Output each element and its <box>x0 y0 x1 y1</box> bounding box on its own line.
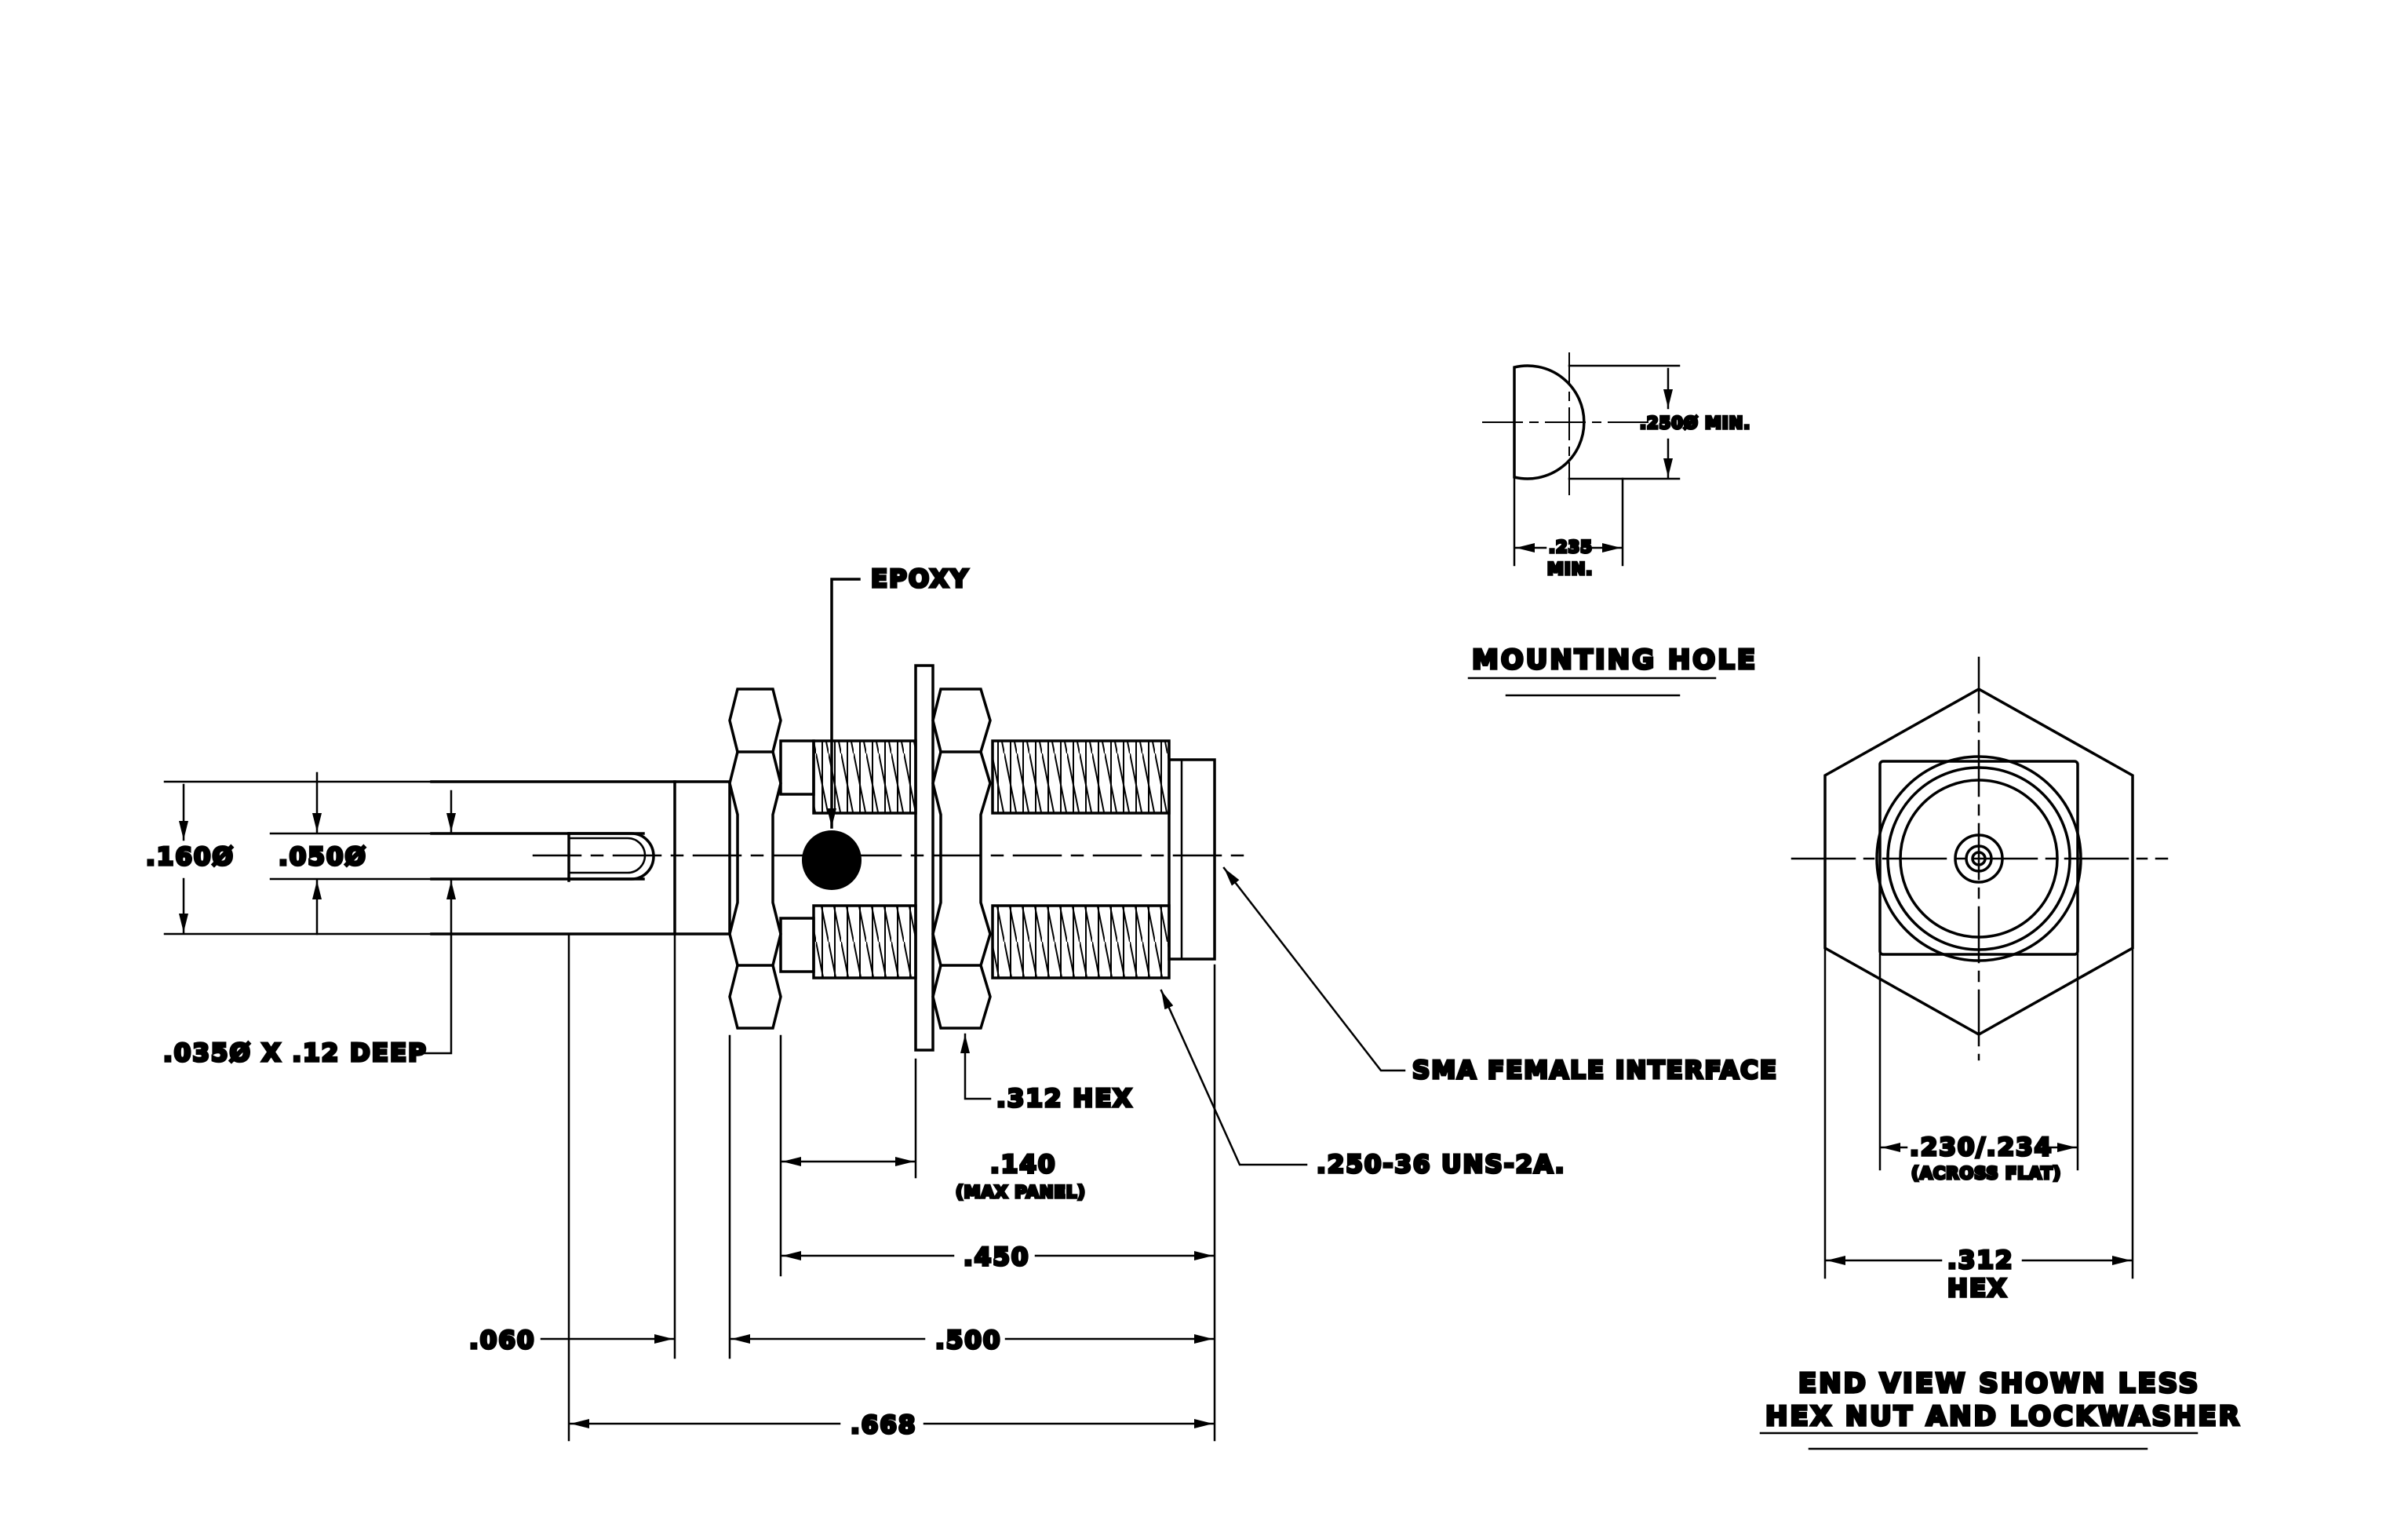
epoxy-dot <box>802 830 862 890</box>
sma-interface-label: SMA FEMALE INTERFACE <box>1412 1056 1778 1085</box>
contact-pin <box>430 780 676 936</box>
end-view-caption-1: END VIEW SHOWN LESS <box>1798 1368 2200 1399</box>
side-view: EPOXY .160ø .050ø .035ø X .12 DEEP .312 … <box>144 564 1778 1442</box>
front-interface <box>1168 758 1216 961</box>
across-flat-dim: .230/.234 <box>1910 1133 2053 1162</box>
thread-front-top <box>991 739 1171 815</box>
thread-front-bottom <box>991 904 1171 979</box>
hole-035-label: .035ø X .12 DEEP <box>163 1039 428 1067</box>
dim-450: .450 <box>964 1243 1030 1271</box>
thread-rear-top <box>812 739 917 815</box>
epoxy-label: EPOXY <box>871 565 970 593</box>
dims-bottom <box>540 866 1406 1442</box>
dim-050-dia: .050ø <box>279 843 367 871</box>
mounting-hole-dia: .250ø MIN. <box>1640 414 1750 432</box>
dim-668: .668 <box>851 1411 917 1439</box>
d-hole-outline <box>1513 364 1586 480</box>
mounting-hole-title: MOUNTING HOLE <box>1472 644 1758 676</box>
mounting-hole-flat-min: MIN. <box>1547 560 1593 578</box>
max-panel-note: (MAX PANEL) <box>956 1183 1086 1202</box>
dims-left <box>163 771 456 1055</box>
lockwasher <box>914 664 934 1052</box>
dim-160-dia: .160ø <box>146 843 235 871</box>
across-flat-note: (ACROSS FLAT) <box>1911 1164 2061 1183</box>
thread-rear-bottom <box>812 904 917 979</box>
rear-hex <box>728 688 782 1030</box>
end-view-caption-2: HEX NUT AND LOCKWASHER <box>1765 1401 2242 1432</box>
mounting-hole-flat: .235 <box>1549 538 1593 556</box>
dim-500: .500 <box>935 1326 1002 1355</box>
dim-060: .060 <box>469 1326 536 1355</box>
thread-spec: .250-36 UNS-2A. <box>1317 1151 1566 1179</box>
end-hex-label: HEX <box>1947 1275 2008 1303</box>
front-hex-nut <box>931 688 992 1030</box>
mounting-hole-view: .250ø MIN. .235 MIN. MOUNTING HOLE <box>1467 352 1758 697</box>
dim-140: .140 <box>990 1151 1057 1179</box>
epoxy-leader <box>827 578 861 829</box>
body-flange <box>673 780 731 936</box>
end-view: .230/.234 (ACROSS FLAT) .312 HEX END VIE… <box>1759 656 2242 1450</box>
hex-312-label: .312 HEX <box>996 1085 1133 1113</box>
end-hex-dim: .312 <box>1947 1246 2014 1275</box>
